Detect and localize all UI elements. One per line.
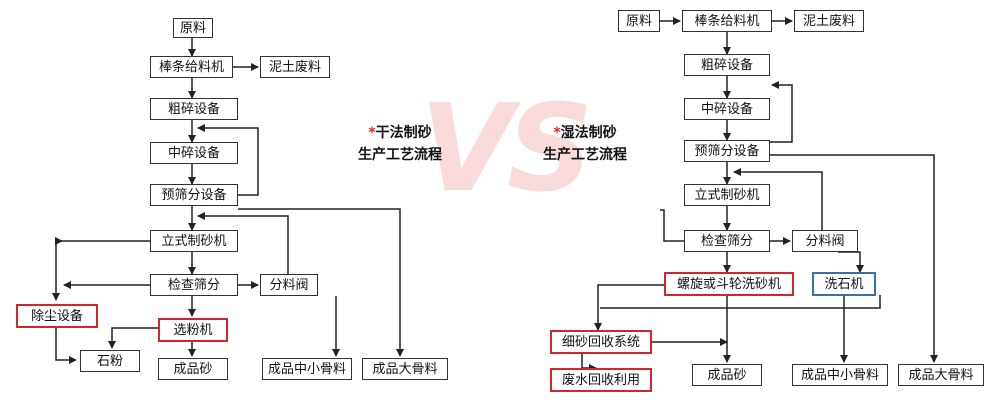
left-product-sand-box: 成品砂 [158,358,228,380]
right-sand-washer-box: 螺旋或斗轮洗砂机 [664,272,794,296]
vs-watermark: VS [420,80,593,219]
right-product-big-aggregate-box: 成品大骨料 [898,364,984,386]
left-splitter-box: 分料阀 [260,274,318,296]
right-prescreen-box: 预筛分设备 [684,140,770,162]
left-feeder-box: 棒条给料机 [150,56,233,78]
arrow-r-washer-to-fine [594,284,664,331]
left-check-screen-box: 检查筛分 [150,274,238,296]
right-splitter-box: 分料阀 [792,230,858,252]
right-stone-washer-box: 洗石机 [812,272,876,296]
arrow-r-fine-to-water [581,353,597,372]
right-product-sand-box: 成品砂 [692,364,762,386]
left-powder-selector-box: 选粉机 [158,318,228,342]
arrow-r-prescreen-return [770,81,793,143]
right-wastewater-recovery-box: 废水回收利用 [550,368,652,392]
left-product-big-aggregate-box: 成品大骨料 [362,358,448,380]
arrow-sandmaker-to-dust [52,240,150,301]
left-raw-material-box: 原料 [173,18,213,38]
arrow-r-stonewasher-recycle [600,295,881,309]
right-check-screen-box: 检查筛分 [684,230,770,252]
left-soil-waste-box: 泥土废料 [260,56,330,78]
left-stone-powder-box: 石粉 [80,350,140,372]
right-raw-material-box: 原料 [618,10,660,32]
right-coarse-crusher-box: 粗碎设备 [684,54,770,76]
left-medium-crusher-box: 中碎设备 [150,142,238,164]
left-sandmaker-box: 立式制砂机 [150,230,238,252]
arrow-r-check-left [660,209,684,242]
left-dust-collector-box: 除尘设备 [16,304,98,328]
arrow-powder-to-stonepowder [108,327,158,349]
right-feeder-box: 棒条给料机 [682,10,772,32]
right-medium-crusher-box: 中碎设备 [684,98,770,120]
right-product-mid-aggregate-box: 成品中小骨料 [792,364,888,386]
left-product-mid-aggregate-box: 成品中小骨料 [262,358,352,380]
arrow-prescreen-to-big [238,208,404,357]
left-prescreen-box: 预筛分设备 [150,184,238,206]
right-soil-waste-box: 泥土废料 [794,10,864,32]
arrow-dust-to-stonepowder [55,328,77,364]
arrow-splitter-return [197,212,289,274]
right-sandmaker-box: 立式制砂机 [684,184,770,206]
arrow-prescreen-return [197,124,259,196]
arrow-r-splitter-return [733,168,823,230]
arrow-r-splitter-to-stonewasher [838,251,864,273]
dry-process-title: *干法制砂 生产工艺流程 [358,125,442,163]
wet-process-title: *湿法制砂 生产工艺流程 [543,125,627,163]
right-fine-sand-recovery-box: 细砂回收系统 [550,330,652,354]
left-coarse-crusher-box: 粗碎设备 [150,98,238,120]
arrow-r-prescreen-to-big [770,154,938,363]
